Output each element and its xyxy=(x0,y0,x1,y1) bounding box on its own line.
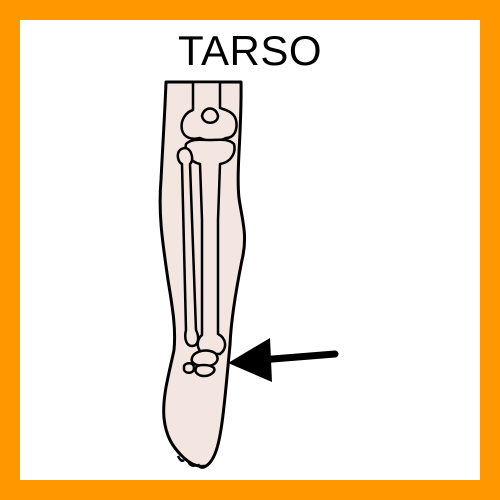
patella xyxy=(200,107,220,124)
tibia xyxy=(184,138,236,356)
pointer-arrow xyxy=(228,338,339,382)
toe-line xyxy=(186,460,198,467)
tarsal-bone xyxy=(182,362,196,374)
leg-illustration xyxy=(158,80,339,469)
tarsal-bone xyxy=(194,363,216,378)
toe-line xyxy=(196,463,207,469)
pictogram-title: TARSO xyxy=(177,27,323,74)
toe-line xyxy=(176,455,185,463)
tarsal-bone xyxy=(190,349,219,368)
tarsal-bones xyxy=(182,349,219,378)
fibula xyxy=(176,146,200,348)
